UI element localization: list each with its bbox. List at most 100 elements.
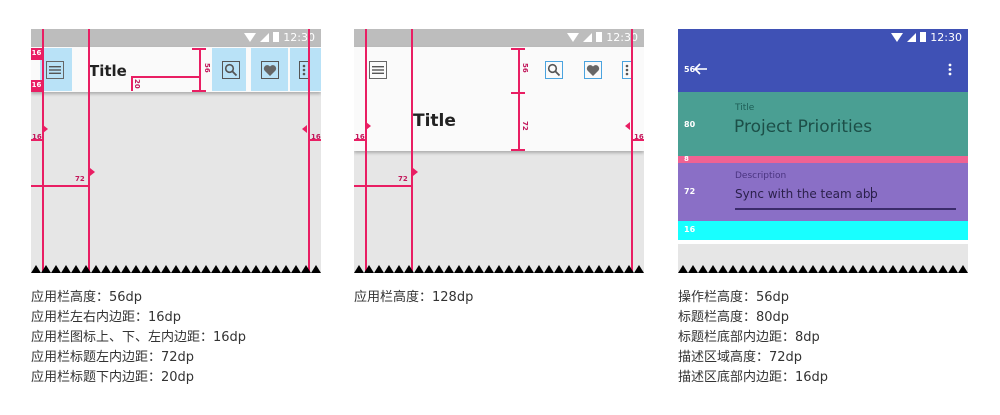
more-icon-padding-highlight — [290, 48, 321, 91]
keyline-16-left — [42, 29, 44, 273]
menu-icon[interactable] — [46, 61, 64, 79]
caption-line: 应用栏标题下内边距：20dp — [31, 370, 195, 385]
left-padding-label: 16 — [355, 133, 365, 141]
caption-panel-3: 操作栏高度：56dp 标题栏高度：80dp 标题栏底部内边距：8dp 描述区域高… — [678, 288, 828, 388]
status-bar: 12:30 — [31, 29, 321, 47]
search-icon[interactable] — [222, 61, 240, 79]
title-left-measure — [31, 185, 88, 187]
left-padding-measure — [31, 139, 42, 141]
title-keyline-marker — [413, 168, 418, 176]
left-keyline-marker — [43, 125, 48, 133]
title-bottom-padding-label: 8 — [684, 155, 689, 163]
description-field-value[interactable]: Sync with the team abo — [735, 187, 878, 201]
status-time: 12:30 — [606, 31, 638, 44]
keyline-72 — [88, 29, 90, 273]
title-left-label: 72 — [75, 175, 85, 183]
title-left-measure — [354, 185, 411, 187]
height-measure-line — [199, 48, 201, 91]
description-bottom-padding-label: 16 — [684, 225, 696, 234]
keyline-16-right — [308, 29, 310, 273]
height-measure-cap-bottom — [192, 90, 206, 92]
battery-icon — [273, 32, 279, 42]
caption-line: 应用栏标题左内边距：72dp — [31, 350, 195, 365]
title-section: 80 Title Project Priorities — [678, 92, 968, 156]
description-height-label: 72 — [684, 187, 696, 196]
top-padding-tag: 16 — [31, 48, 42, 60]
battery-icon — [920, 32, 926, 42]
title-bottom-measure-line — [131, 76, 133, 91]
status-time: 12:30 — [930, 31, 962, 44]
caption-line: 操作栏高度：56dp — [678, 290, 790, 305]
status-time: 12:30 — [283, 31, 315, 44]
search-icon-padding-highlight — [212, 48, 246, 91]
signal-icon — [260, 33, 269, 42]
bottom-padding-tag: 16 — [31, 80, 42, 92]
keyline-16-right — [631, 29, 633, 273]
title-left-label: 72 — [398, 175, 408, 183]
title-bottom-measure-label: 20 — [133, 79, 141, 89]
left-padding-label: 16 — [32, 133, 42, 141]
left-keyline-marker — [366, 122, 371, 130]
signal-icon — [583, 33, 592, 42]
description-underline — [735, 208, 956, 210]
height-measure-label-b: 72 — [521, 121, 529, 131]
app-bar-title: Title — [413, 111, 456, 131]
caption-line: 应用栏高度：128dp — [354, 290, 474, 305]
title-bottom-padding-section: 8 — [678, 155, 968, 163]
search-icon[interactable] — [545, 61, 563, 79]
heart-icon[interactable] — [261, 61, 279, 79]
heart-icon[interactable] — [584, 61, 602, 79]
torn-edge — [354, 265, 644, 273]
keyline-16-left — [365, 29, 367, 273]
app-bar-title: Title — [89, 62, 127, 80]
caption-line: 应用栏左右内边距：16dp — [31, 310, 182, 325]
status-bar: 12:30 — [678, 29, 968, 47]
height-measure-line — [518, 48, 520, 150]
app-bar-tall — [354, 47, 644, 151]
keyline-72 — [411, 29, 413, 273]
right-padding-measure — [310, 139, 321, 141]
caption-line: 描述区底部内边距：16dp — [678, 370, 829, 385]
right-keyline-marker — [625, 122, 630, 130]
wifi-icon — [891, 33, 903, 42]
description-field-label: Description — [735, 171, 787, 181]
caption-line: 标题栏高度：80dp — [678, 310, 790, 325]
wifi-icon — [244, 33, 256, 42]
height-measure-cap-mid — [511, 92, 525, 94]
height-measure-label-a: 56 — [521, 63, 529, 73]
right-keyline-marker — [302, 125, 307, 133]
battery-icon — [596, 32, 602, 42]
left-padding-measure — [354, 139, 365, 141]
caption-line: 应用栏图标上、下、左内边距：16dp — [31, 330, 247, 345]
caption-line: 标题栏底部内边距：8dp — [678, 330, 820, 345]
torn-edge — [678, 265, 968, 273]
back-arrow-icon[interactable] — [694, 63, 708, 75]
action-bar-section: 56 — [678, 47, 968, 92]
title-keyline-marker — [90, 168, 95, 176]
status-bar: 12:30 — [354, 29, 644, 47]
caption-panel-2: 应用栏高度：128dp — [354, 288, 473, 308]
more-vert-icon[interactable] — [948, 63, 952, 76]
spec-panel-56dp: 12:30 Title 16 16 56 20 16 16 72 — [31, 29, 321, 273]
title-field-value[interactable]: Project Priorities — [734, 117, 873, 137]
caption-line: 应用栏高度：56dp — [31, 290, 143, 305]
height-measure-cap-top — [511, 48, 525, 50]
caption-panel-1: 应用栏高度：56dp 应用栏左右内边距：16dp 应用栏图标上、下、左内边距：1… — [31, 288, 246, 388]
signal-icon — [907, 33, 916, 42]
text-cursor — [871, 187, 872, 202]
height-measure-label: 56 — [203, 63, 211, 73]
spec-panel-128dp: 12:30 Title 56 72 16 16 72 — [354, 29, 644, 273]
right-padding-label: 16 — [311, 133, 321, 141]
content-divider — [678, 240, 968, 244]
torn-edge — [31, 265, 321, 273]
menu-icon[interactable] — [369, 61, 387, 79]
wifi-icon — [567, 33, 579, 42]
description-section: 72 Description Sync with the team abo — [678, 163, 968, 221]
action-bar-height-label: 56 — [684, 65, 696, 74]
right-padding-measure — [633, 139, 644, 141]
spec-panel-sections: 12:30 56 80 Title Project Priorities 8 7… — [678, 29, 968, 273]
title-baseline-line — [131, 76, 199, 78]
description-bottom-padding-section: 16 — [678, 221, 968, 240]
right-padding-label: 16 — [634, 133, 644, 141]
title-section-height-label: 80 — [684, 120, 696, 129]
